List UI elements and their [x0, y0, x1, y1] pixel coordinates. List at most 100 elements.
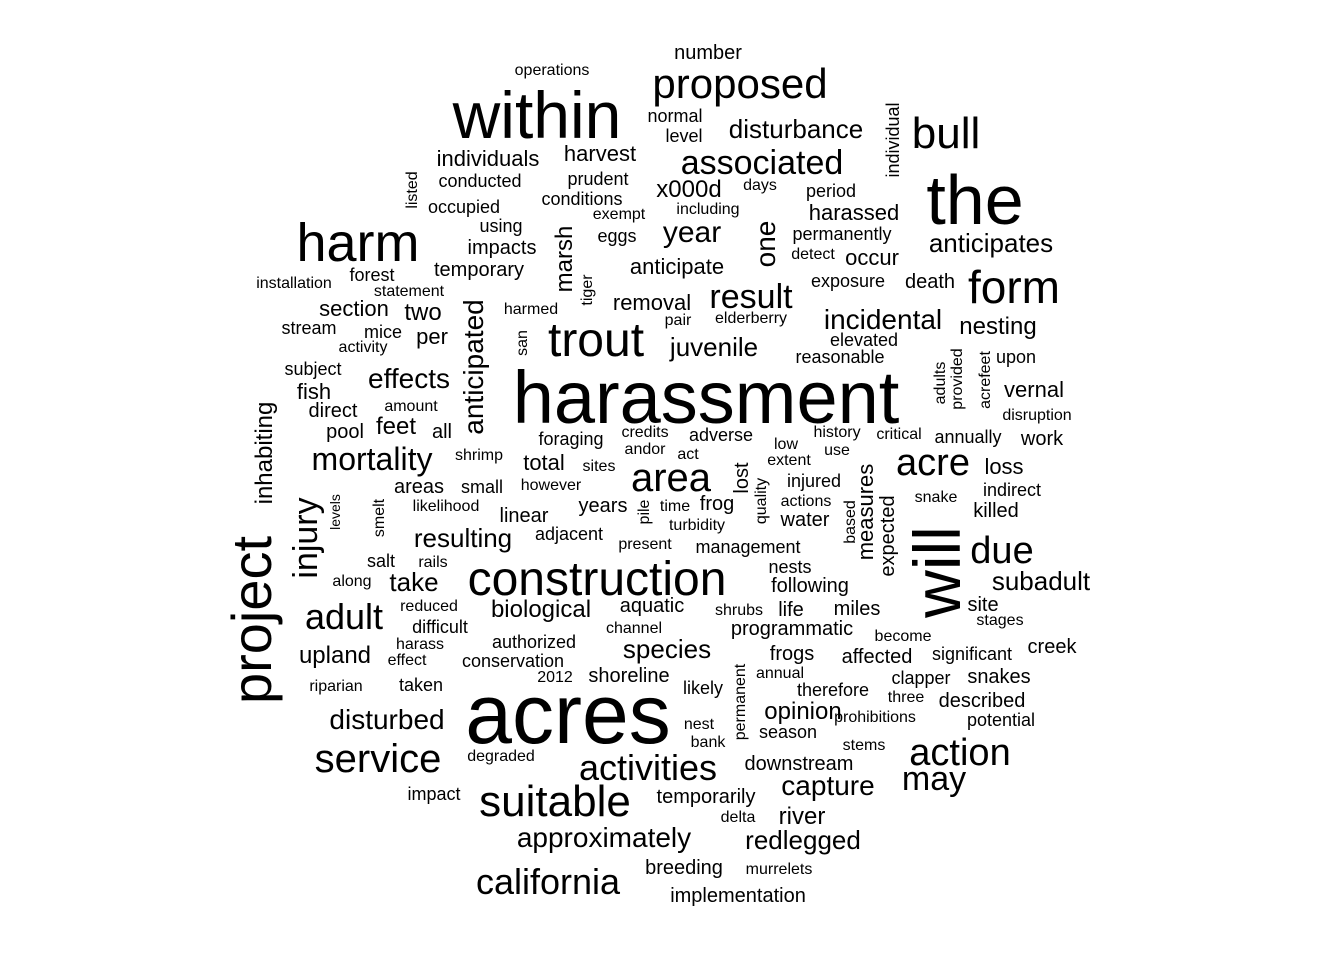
word-activities: activities [578, 747, 718, 788]
word-delta: delta [720, 809, 756, 826]
word-occur: occur [845, 245, 899, 270]
word-effects: effects [368, 363, 450, 394]
word-may: may [901, 760, 967, 798]
word-programmatic: programmatic [730, 618, 854, 640]
word-two: two [404, 299, 442, 326]
word-installation: installation [256, 275, 332, 292]
word-biological: biological [490, 596, 592, 623]
word-tiger: tiger [579, 274, 596, 306]
word-channel: channel [605, 620, 663, 637]
word-nest: nest [683, 716, 715, 733]
word-areas: areas [393, 476, 445, 498]
word-disturbed: disturbed [329, 704, 445, 735]
word-nests: nests [768, 557, 812, 577]
word-form: form [968, 261, 1060, 313]
word-project: project [220, 535, 283, 705]
word-harvest: harvest [563, 141, 637, 166]
word-permanent: permanent [732, 663, 749, 741]
word-temporary: temporary [433, 259, 525, 281]
word-will: will [900, 526, 974, 618]
word-anticipated: anticipated [458, 299, 489, 435]
word-site: site [967, 594, 999, 616]
word-turbidity: turbidity [668, 517, 726, 534]
word-stream: stream [281, 318, 337, 338]
word-x000d: x000d [656, 176, 722, 203]
word-upland: upland [298, 642, 372, 669]
word-activity: activity [338, 339, 388, 356]
word-rails: rails [418, 554, 448, 571]
word-resulting: resulting [413, 523, 513, 553]
word-critical: critical [876, 426, 922, 443]
word-described: described [938, 690, 1026, 712]
word-aquatic: aquatic [619, 595, 685, 617]
word-conducted: conducted [438, 171, 522, 191]
word-nesting: nesting [959, 313, 1037, 340]
word-listed: listed [404, 171, 421, 209]
word-disruption: disruption [1002, 407, 1072, 424]
word-snake: snake [914, 489, 958, 506]
word-levels: levels [327, 494, 343, 530]
word-marsh: marsh [551, 225, 578, 293]
word-using: using [479, 216, 523, 236]
word-annually: annually [934, 427, 1002, 447]
word-adults: adults [932, 361, 949, 405]
word-elevated: elevated [829, 330, 899, 350]
word-total: total [523, 450, 565, 475]
word-area: area [630, 456, 712, 500]
word-due: due [970, 530, 1034, 572]
word-exempt: exempt [592, 206, 646, 223]
word-subject: subject [284, 359, 342, 379]
word-shrimp: shrimp [454, 447, 504, 464]
word-temporarily: temporarily [656, 786, 756, 808]
word-approximately: approximately [516, 822, 692, 853]
word-sites: sites [582, 458, 616, 475]
word-operations: operations [514, 62, 590, 79]
word-level: level [665, 126, 703, 146]
word-three: three [887, 689, 925, 706]
word-detect: detect [791, 246, 835, 263]
word-proposed: proposed [652, 60, 828, 107]
word-elderberry: elderberry [714, 310, 788, 327]
word-inhabiting: inhabiting [251, 401, 278, 505]
word-andor: andor [624, 441, 666, 458]
word-days: days [743, 177, 777, 194]
word-amount: amount [384, 398, 438, 415]
word-become: become [874, 628, 932, 645]
word-snakes: snakes [967, 666, 1031, 688]
word-individuals: individuals [436, 146, 540, 171]
word-removal: removal [612, 290, 692, 315]
word-present: present [618, 536, 672, 553]
word-affected: affected [841, 646, 913, 668]
word-eggs: eggs [597, 226, 637, 246]
word-prohibitions: prohibitions [834, 709, 916, 726]
word-breeding: breeding [645, 857, 723, 879]
word-significant: significant [931, 644, 1013, 664]
word-therefore: therefore [796, 680, 870, 700]
word-species: species [622, 634, 712, 664]
word-harass: harass [395, 636, 445, 653]
word-conditions: conditions [541, 189, 623, 209]
word-subadult: subadult [991, 566, 1091, 596]
word-year: year [662, 216, 722, 249]
word-lost: lost [731, 462, 753, 494]
word-suitable: suitable [479, 777, 631, 826]
word-feet: feet [375, 413, 417, 440]
word-potential: potential [966, 710, 1036, 730]
word-permanently: permanently [792, 224, 892, 244]
word-linear: linear [499, 505, 549, 527]
word-harassed: harassed [808, 200, 900, 225]
word-per: per [416, 324, 448, 349]
word-miles: miles [833, 598, 881, 620]
word-individual: individual [883, 102, 903, 178]
word-murrelets: murrelets [745, 861, 813, 878]
word-years: years [578, 495, 628, 517]
word-opinion: opinion [764, 698, 842, 725]
word-acrefeet: acrefeet [977, 351, 994, 409]
word-following: following [771, 575, 849, 597]
word-mortality: mortality [311, 441, 433, 477]
word-service: service [314, 737, 442, 781]
word-injured: injured [786, 471, 842, 491]
word-impacts: impacts [467, 237, 537, 259]
word-work: work [1020, 428, 1064, 450]
